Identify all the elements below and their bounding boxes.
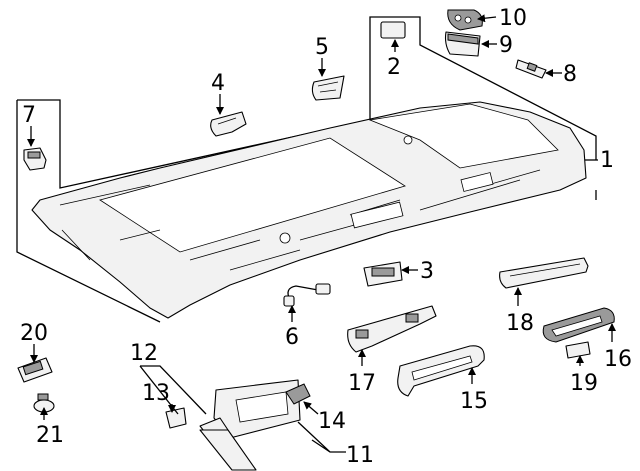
callout-2: 2 — [387, 55, 401, 80]
callout-1: 1 — [600, 148, 614, 173]
part-7 — [23, 147, 47, 171]
callout-21: 21 — [36, 423, 64, 448]
part-8 — [515, 59, 547, 79]
part-15 — [397, 345, 485, 397]
assembly-bracket-outline — [16, 16, 597, 323]
callout-8: 8 — [563, 62, 577, 87]
part-2 — [380, 21, 406, 39]
callout-6: 6 — [285, 325, 299, 350]
callout-14: 14 — [318, 409, 346, 434]
callout-10: 10 — [499, 6, 527, 31]
part-4 — [210, 111, 247, 137]
part-18 — [499, 257, 589, 289]
callout-3: 3 — [420, 259, 434, 284]
part-17 — [347, 305, 437, 353]
part-19 — [565, 341, 591, 359]
leader-12-branch — [139, 365, 179, 415]
callout-16: 16 — [604, 347, 632, 372]
headliner-part-1 — [31, 101, 587, 319]
callout-17: 17 — [348, 371, 376, 396]
callout-20: 20 — [20, 321, 48, 346]
part-13 — [165, 407, 187, 429]
part-6 — [283, 283, 331, 307]
part-10 — [447, 9, 483, 31]
leader-10 — [477, 14, 497, 23]
part-14 — [285, 383, 311, 405]
callout-18: 18 — [506, 311, 534, 336]
part-3 — [363, 261, 403, 287]
part-5 — [311, 75, 345, 101]
callout-15: 15 — [460, 389, 488, 414]
callout-labels: 1 2 3 4 5 6 7 8 9 10 11 12 13 14 15 16 1… — [20, 6, 632, 468]
callout-5: 5 — [315, 35, 329, 60]
part-20 — [17, 357, 53, 383]
part-16 — [542, 307, 615, 343]
callout-9: 9 — [499, 33, 513, 58]
callout-13: 13 — [142, 381, 170, 406]
leader-14 — [303, 401, 319, 415]
leader-11 — [297, 421, 346, 453]
callout-7: 7 — [22, 103, 36, 128]
callout-19: 19 — [570, 371, 598, 396]
part-9 — [444, 31, 481, 57]
callout-11: 11 — [346, 443, 374, 468]
part-11-sun-visor — [199, 379, 301, 471]
leader-12 — [140, 365, 207, 415]
callout-4: 4 — [211, 71, 225, 96]
callout-12: 12 — [130, 341, 158, 366]
